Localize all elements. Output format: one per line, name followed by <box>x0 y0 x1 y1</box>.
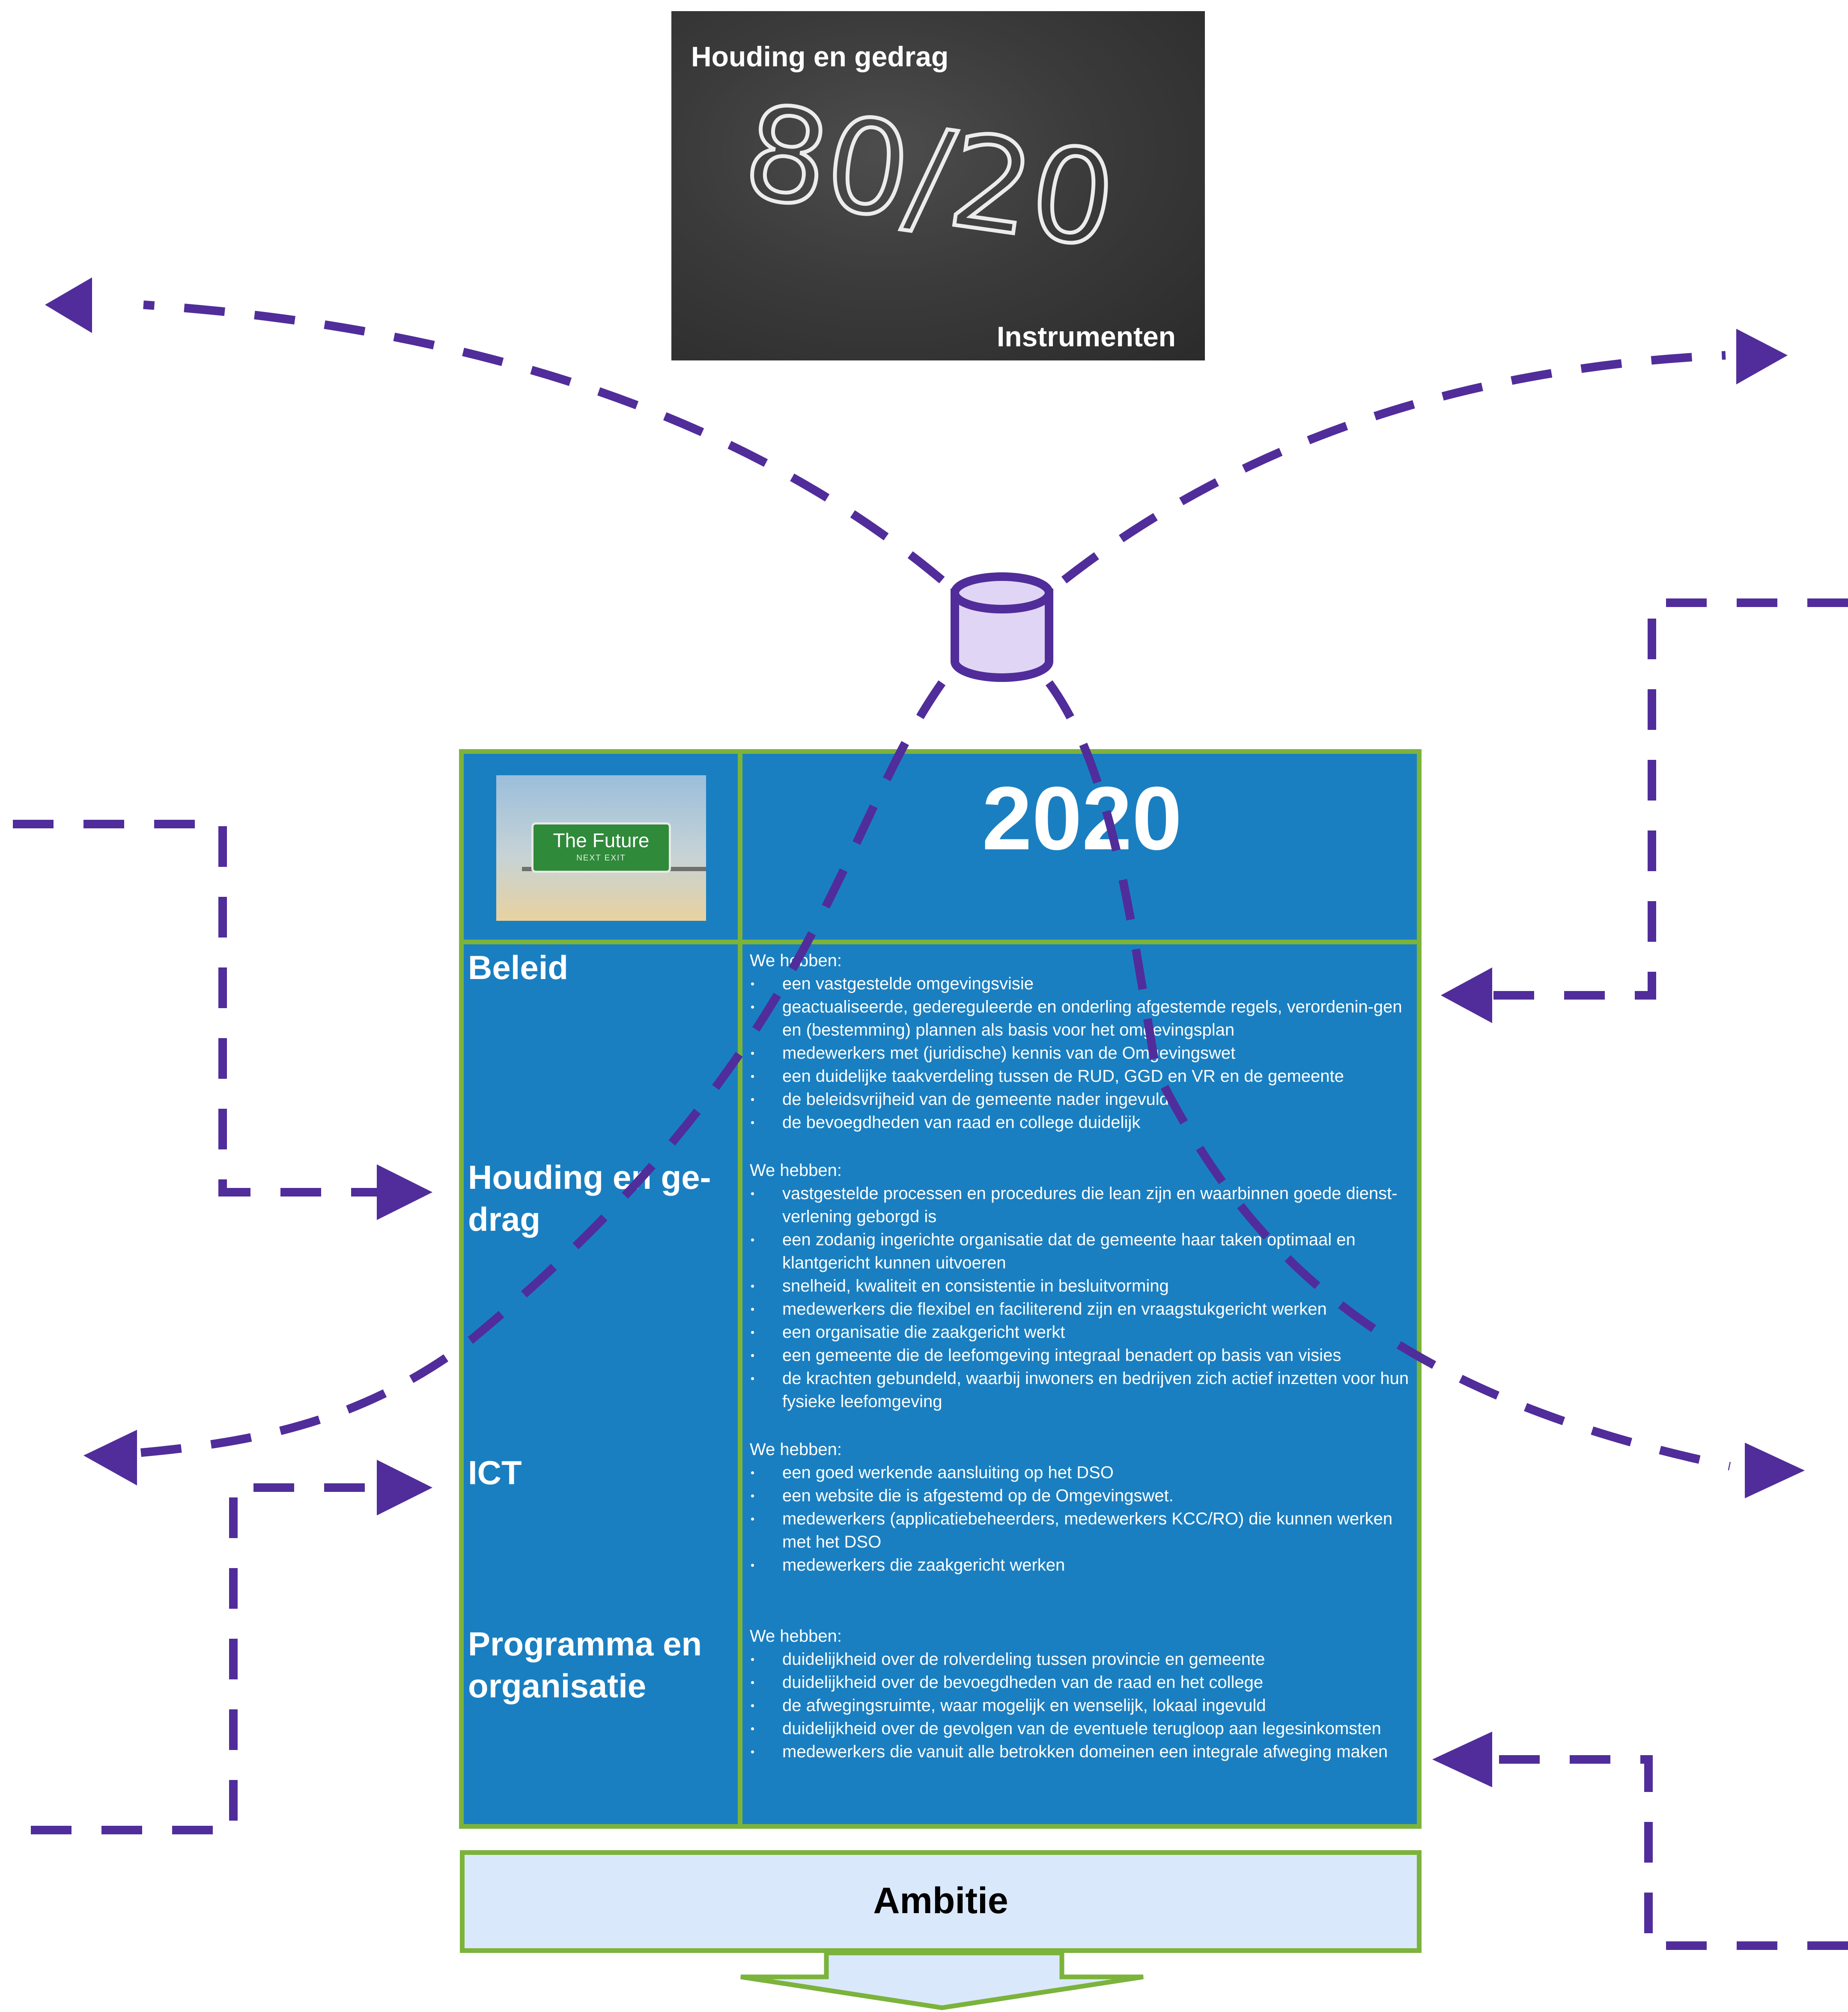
list-item: een gemeente die de leefomgeving integra… <box>750 1344 1418 1367</box>
arrowhead-lower-left <box>83 1430 137 1485</box>
list-item: duidelijkheid over de gevolgen van de ev… <box>750 1717 1418 1740</box>
list-item: medewerkers die flexibel en faciliterend… <box>750 1298 1418 1321</box>
chalkboard-top-label: Houding en gedrag <box>691 41 949 72</box>
future-sign-photo: The Future NEXT EXIT <box>496 775 706 921</box>
section-intro: We hebben: <box>750 1440 842 1459</box>
section-label-programma: Programma en organisatie <box>468 1625 702 1705</box>
section-content-ict: We hebben: een goed werkende aansluiting… <box>750 1438 1418 1577</box>
chalkboard-bottom-label: Instrumenten <box>996 321 1176 352</box>
list-item: een vastgestelde omgevingsvisie <box>750 972 1418 995</box>
dashed-bracket-lower-right <box>1492 1755 1848 1950</box>
section-intro: We hebben: <box>750 1627 842 1646</box>
arrowhead-upper-left <box>45 277 92 333</box>
section-label-beleid: Beleid <box>468 949 569 986</box>
chalkboard-image: Houding en gedrag 80/20 Instrumenten <box>671 11 1205 360</box>
ambition-arrow-pointer <box>740 1950 1144 2010</box>
dashed-bracket-upper-left <box>13 820 377 1196</box>
arrowhead-into-beleid <box>1441 967 1492 1023</box>
arrowhead-into-houding <box>377 1164 432 1220</box>
vision-2020-table: The Future NEXT EXIT 2020 Beleid Houding… <box>459 749 1422 1829</box>
list-item: medewerkers die zaakgericht werken <box>750 1554 1418 1577</box>
list-item: medewerkers met (juridische) kennis van … <box>750 1042 1418 1065</box>
dashed-curve-upper-right <box>1061 351 1726 583</box>
dashed-curve-upper-left <box>143 301 945 583</box>
ambition-label: Ambitie <box>873 1880 1008 1921</box>
arrowhead-upper-right <box>1736 329 1788 384</box>
column-divider <box>738 754 742 1824</box>
list-item: een goed werkende aansluiting op het DSO <box>750 1461 1418 1484</box>
arrowhead-into-programma <box>1432 1732 1492 1787</box>
list-item: de afwegingsruimte, waar mogelijk en wen… <box>750 1694 1418 1717</box>
arrowhead-into-ict <box>377 1460 432 1515</box>
list-item: medewerkers die vanuit alle betrokken do… <box>750 1740 1418 1763</box>
dashed-curve-lower-left <box>132 680 946 1458</box>
list-item: een organisatie die zaakgericht werkt <box>750 1321 1418 1344</box>
section-content-programma: We hebben: duidelijkheid over de rolverd… <box>750 1625 1418 1763</box>
dashed-bracket-lower-left <box>31 1483 377 1834</box>
header-divider <box>464 940 1417 944</box>
chalkboard-ratio-graphic: 80/20 <box>734 75 1125 278</box>
section-content-beleid: We hebben: een vastgestelde omgevingsvis… <box>750 949 1418 1134</box>
list-item: duidelijkheid over de rolverdeling tusse… <box>750 1648 1418 1671</box>
section-content-houding: We hebben: vastgestelde processen en pro… <box>750 1159 1418 1413</box>
year-title: 2020 <box>982 768 1182 869</box>
list-item: een website die is afgestemd op de Omgev… <box>750 1484 1418 1507</box>
dashed-curve-lower-right <box>1045 680 1731 1470</box>
cylinder-icon <box>951 572 1053 682</box>
list-item: duidelijkheid over de bevoegdheden van d… <box>750 1671 1418 1694</box>
list-item: de krachten gebundeld, waarbij inwoners … <box>750 1367 1418 1413</box>
dashed-bracket-upper-right <box>1492 598 1848 1000</box>
road-sign: The Future NEXT EXIT <box>531 822 671 873</box>
list-item: de bevoegdheden van raad en college duid… <box>750 1111 1418 1134</box>
section-label-houding: Houding en ge-drag <box>468 1158 711 1238</box>
arrowhead-lower-right <box>1745 1443 1805 1498</box>
list-item: de beleidsvrijheid van de gemeente nader… <box>750 1088 1418 1111</box>
list-item: geactualiseerde, gedereguleerde en onder… <box>750 995 1418 1042</box>
list-item: vastgestelde processen en procedures die… <box>750 1182 1418 1228</box>
list-item: snelheid, kwaliteit en consistentie in b… <box>750 1274 1418 1298</box>
section-intro: We hebben: <box>750 1161 842 1180</box>
sign-title: The Future <box>553 829 650 851</box>
section-label-ict: ICT <box>468 1454 522 1491</box>
list-item: een duidelijke taakverdeling tussen de R… <box>750 1065 1418 1088</box>
sign-subtitle: NEXT EXIT <box>576 854 626 863</box>
list-item: medewerkers (applicatiebeheerders, medew… <box>750 1507 1418 1554</box>
